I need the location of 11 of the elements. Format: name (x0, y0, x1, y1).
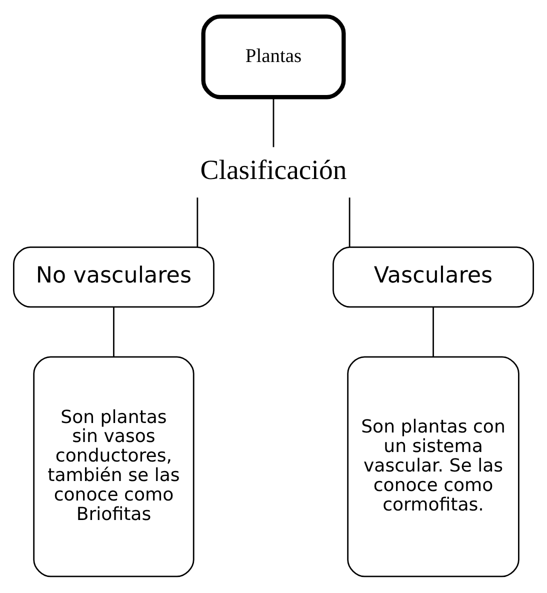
node-box: Plantas (201, 14, 346, 100)
node-text: Clasificación (200, 155, 347, 186)
node-box: Vasculares (332, 246, 534, 308)
connector (432, 307, 434, 357)
node-box: Son plantas sin vasos conductores, también se las conoce como Briofitas (33, 356, 194, 578)
node-box: Son plantas con un sistema vascular. Se las conoce como cormofitas. (347, 356, 520, 578)
connector (113, 307, 114, 357)
node-box: No vasculares (13, 246, 214, 308)
connector (196, 198, 198, 248)
connector (348, 198, 350, 248)
connector (272, 97, 274, 148)
